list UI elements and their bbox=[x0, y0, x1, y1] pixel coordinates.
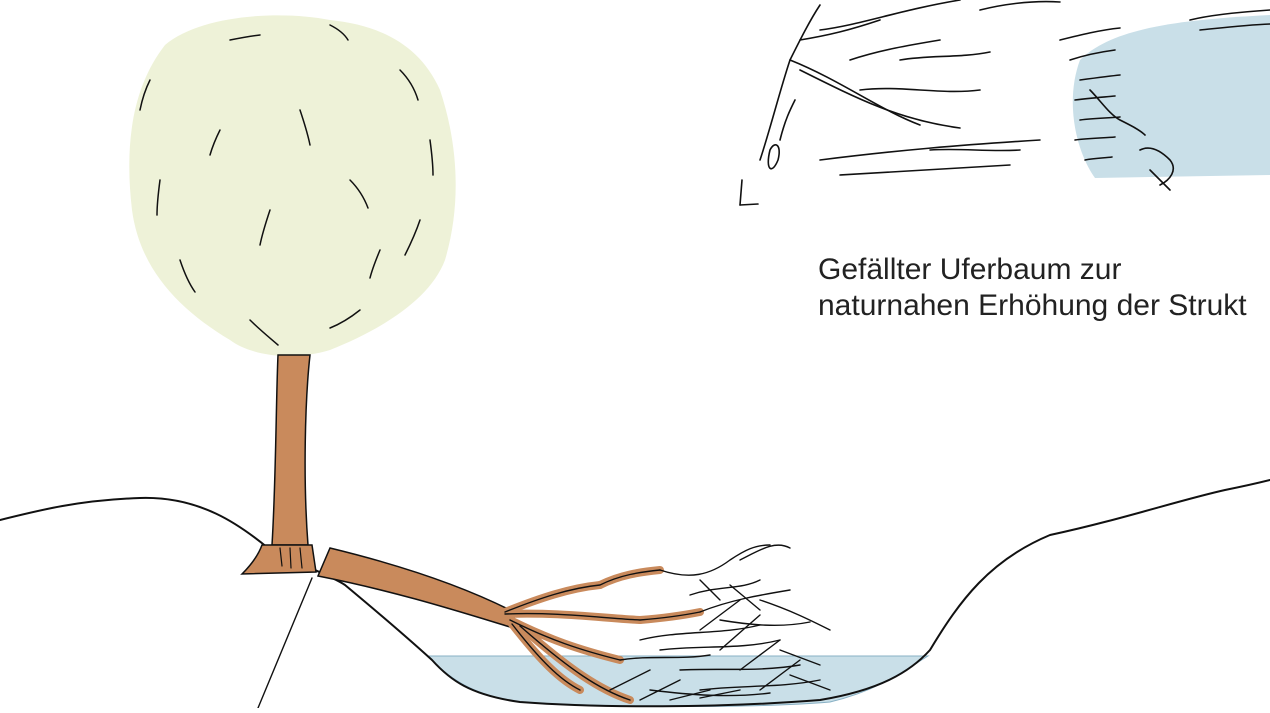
tree-crown bbox=[129, 15, 455, 356]
caption: Gefällter Uferbaum zur naturnahen Erhöhu… bbox=[818, 252, 1270, 324]
caption-line-1: Gefällter Uferbaum zur bbox=[818, 252, 1270, 288]
tree-trunk bbox=[272, 355, 310, 545]
inset-sketch bbox=[740, 0, 1270, 205]
caption-line-2: naturnahen Erhöhung der Strukt bbox=[818, 288, 1270, 324]
standing-tree bbox=[129, 15, 455, 574]
pointer-line bbox=[258, 578, 312, 708]
tree-stump bbox=[242, 545, 316, 574]
